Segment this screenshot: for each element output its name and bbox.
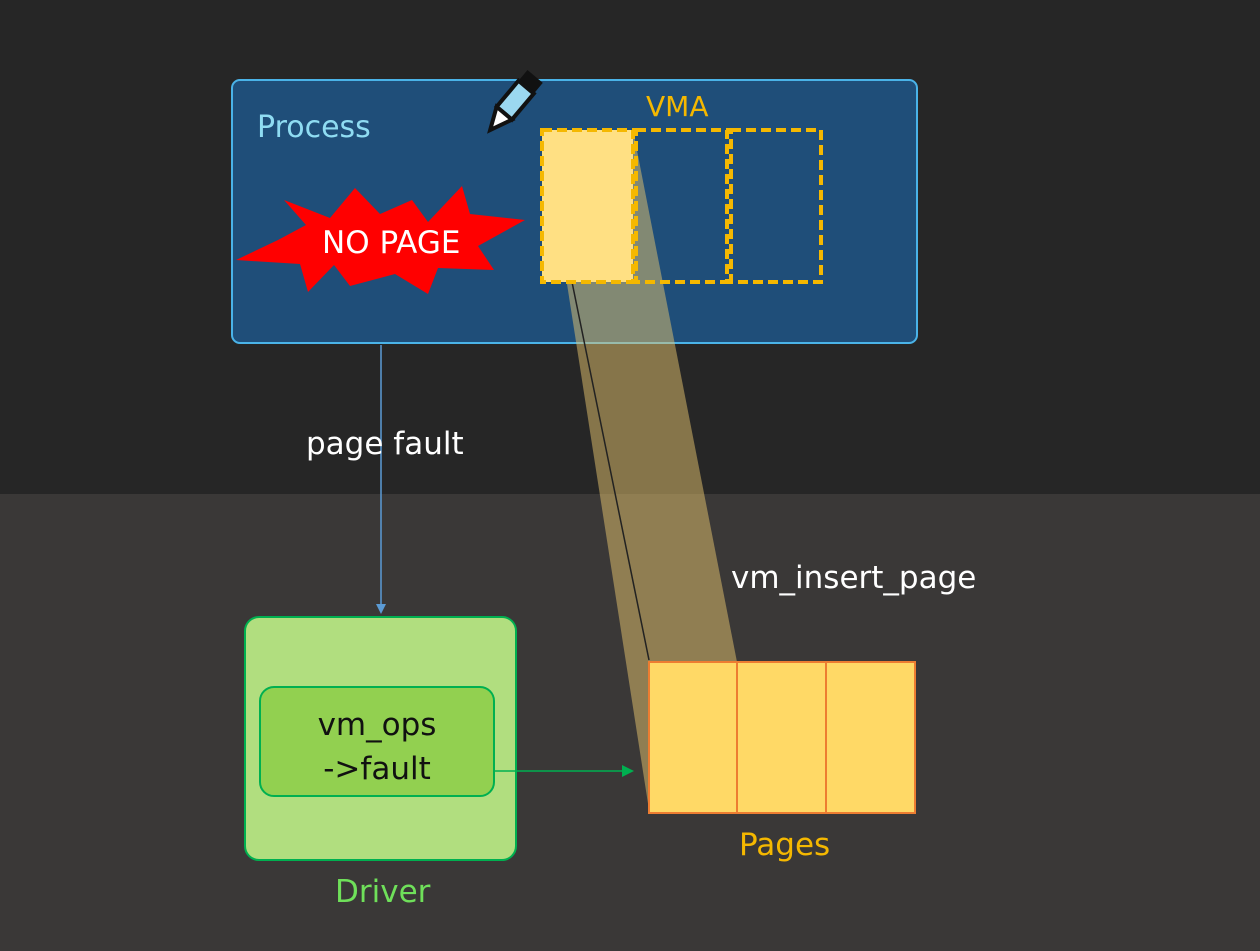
vma-slot-2	[634, 128, 729, 284]
page-2	[736, 661, 827, 814]
pencil-icon	[487, 69, 543, 134]
vm-insert-page-label: vm_insert_page	[731, 560, 977, 596]
page-3	[825, 661, 916, 814]
fault-handler-box	[259, 686, 495, 797]
mapping-line	[571, 281, 650, 661]
vma-slot-1	[540, 128, 635, 284]
driver-label: Driver	[335, 874, 431, 910]
page-1	[648, 661, 738, 814]
fault-handler-label: vm_ops ->fault	[262, 703, 492, 791]
pages-label: Pages	[739, 827, 831, 863]
vma-slot-3	[729, 128, 823, 284]
vma-label: VMA	[646, 90, 709, 123]
fault-handler-line-2: ->fault	[323, 751, 431, 787]
fault-handler-line-1: vm_ops	[317, 707, 437, 743]
no-page-label: NO PAGE	[322, 225, 461, 261]
no-page-starburst	[236, 186, 525, 294]
process-label: Process	[257, 110, 371, 145]
page-fault-label: page fault	[306, 426, 464, 462]
mapping-projection	[543, 130, 737, 810]
